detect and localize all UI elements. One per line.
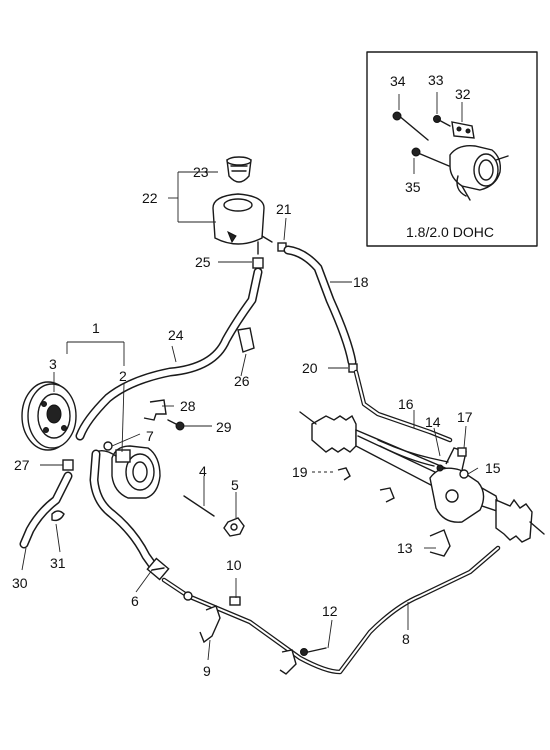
- pressure-pipe-8: [161, 545, 501, 675]
- callout-24: 24: [168, 327, 184, 343]
- rack-mount-13: [429, 529, 451, 557]
- inset-bolt-35: [411, 147, 450, 167]
- callout-22: 22: [142, 190, 158, 206]
- inset-bolt-34: [392, 111, 429, 141]
- pipe-clip-10: [229, 596, 241, 606]
- inset-frame: [366, 51, 538, 247]
- callout-32: 32: [455, 86, 471, 102]
- callout-18: 18: [353, 274, 369, 290]
- suction-hose-24: [75, 267, 263, 441]
- hose-30: [19, 471, 73, 549]
- stud-4: [183, 495, 215, 517]
- pipe-clip-lower: [279, 649, 297, 675]
- callout-1: 1: [92, 320, 100, 336]
- bolt-12: [300, 647, 327, 656]
- callout-19: 19: [292, 464, 308, 480]
- callout-13: 13: [397, 540, 413, 556]
- callout-2: 2: [119, 368, 127, 384]
- callout-33: 33: [428, 72, 444, 88]
- hose-clamp-27: [62, 459, 74, 471]
- hose-clip-26: [237, 327, 255, 353]
- warning-triangle-icon: [227, 230, 237, 244]
- rack-boot-right: [495, 498, 533, 543]
- callout-15: 15: [485, 460, 501, 476]
- callout-35: 35: [405, 179, 421, 195]
- callout-4: 4: [199, 463, 207, 479]
- callout-28: 28: [180, 398, 196, 414]
- inset-bracket-32: [451, 121, 475, 139]
- callout-5: 5: [231, 477, 239, 493]
- fitting-15: [459, 469, 469, 479]
- callout-16: 16: [398, 396, 414, 412]
- steering-rack: [299, 411, 545, 557]
- callout-12: 12: [322, 603, 338, 619]
- callout-31: 31: [50, 555, 66, 571]
- callout-7: 7: [146, 428, 154, 444]
- callout-21: 21: [276, 201, 292, 217]
- return-pipe-16: [353, 369, 453, 443]
- inset-dohc: [366, 51, 538, 247]
- callout-26: 26: [234, 373, 250, 389]
- pump-body: [95, 399, 185, 499]
- reservoir-assembly: [212, 156, 287, 269]
- callout-27: 27: [14, 457, 30, 473]
- callout-14: 14: [425, 414, 441, 430]
- callout-17: 17: [457, 409, 473, 425]
- return-hose-18: [283, 245, 357, 367]
- hose-clamp-25: [252, 257, 264, 269]
- fitting-17: [457, 447, 467, 457]
- leader-lines: [21, 92, 479, 661]
- callout-30: 30: [12, 575, 28, 591]
- rack-bush-19a: [337, 467, 351, 481]
- pump-pulley: [21, 381, 77, 451]
- callout-23: 23: [193, 164, 209, 180]
- pipe-bracket-9: [199, 605, 221, 644]
- inset-pump-body: [449, 145, 509, 201]
- callout-8: 8: [402, 631, 410, 647]
- callout-6: 6: [131, 593, 139, 609]
- callout-29: 29: [216, 419, 232, 435]
- callout-10: 10: [226, 557, 242, 573]
- inset-caption: 1.8/2.0 DOHC: [406, 224, 494, 240]
- reservoir-tank: [212, 193, 273, 255]
- callout-34: 34: [390, 73, 406, 89]
- hose-clamp-20: [348, 363, 358, 373]
- pressure-hose-6: [89, 449, 170, 581]
- callout-labels: 1 2 3 4 5 6 7 8 9 10 12 13 14 15 16 17 1…: [12, 72, 501, 679]
- rack-boot-left: [311, 414, 357, 453]
- nut-5: [223, 517, 245, 537]
- rack-bush-19b: [379, 487, 395, 503]
- reservoir-cap: [226, 156, 252, 183]
- callout-25: 25: [195, 254, 211, 270]
- bolt-29: [167, 419, 185, 431]
- callout-9: 9: [203, 663, 211, 679]
- callout-3: 3: [49, 356, 57, 372]
- inset-washer-33: [433, 115, 451, 127]
- hose-clamp-31: [51, 510, 65, 522]
- pump-bracket-28: [143, 399, 167, 421]
- callout-20: 20: [302, 360, 318, 376]
- pump-fitting-7: [103, 441, 113, 451]
